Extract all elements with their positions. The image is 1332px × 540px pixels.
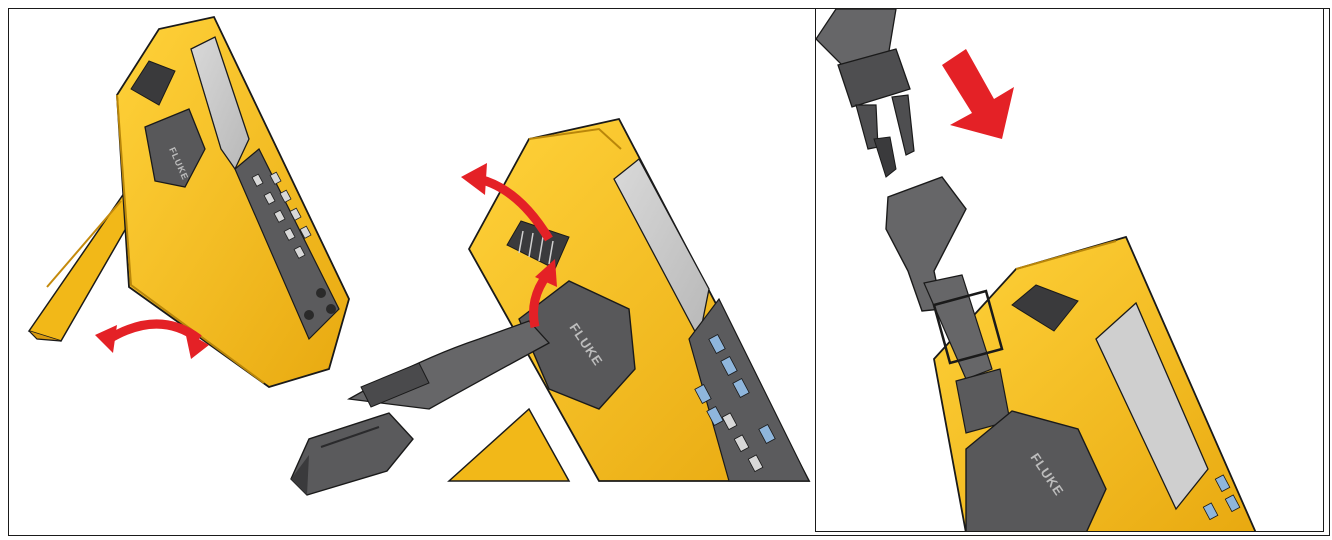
buckle-icon <box>291 413 413 495</box>
swing-arrow-icon <box>95 324 209 359</box>
calibrator-device-icon: FLUKE <box>924 237 1256 532</box>
strap-icon <box>349 321 549 409</box>
buckle-connect-panel: FLUKE <box>815 8 1324 532</box>
illustration-right: FLUKE <box>816 9 1324 532</box>
strap-attach-panel: FLUKE <box>291 119 809 495</box>
calibrator-device-icon: FLUKE <box>117 17 349 387</box>
insert-arrow-icon <box>942 49 1014 139</box>
buckle-icon <box>838 49 966 311</box>
tilt-stand-panel: FLUKE <box>29 17 349 387</box>
